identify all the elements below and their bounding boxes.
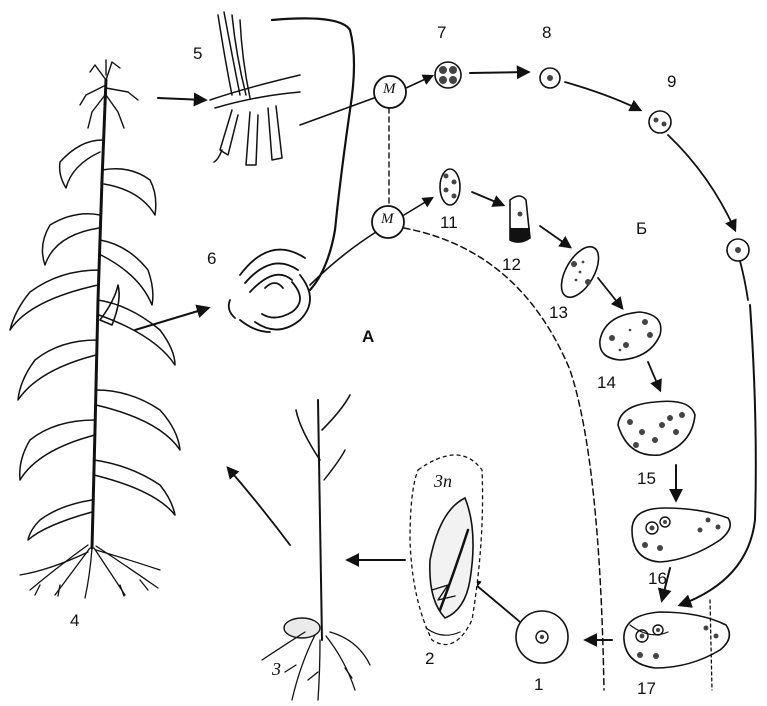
megaspore-tetrad xyxy=(440,169,460,205)
label-2: 2 xyxy=(425,650,434,667)
label-section-b: Б xyxy=(636,220,647,237)
arrow-11-to-12 xyxy=(472,192,503,205)
label-17: 17 xyxy=(637,680,656,697)
arrow-seedling-to-plant xyxy=(228,468,290,545)
label-14: 14 xyxy=(597,374,616,391)
arrow-14-to-15 xyxy=(648,362,660,390)
label-9: 9 xyxy=(667,73,676,90)
label-12: 12 xyxy=(502,256,521,273)
functional-megaspore xyxy=(510,196,530,242)
label-4: 4 xyxy=(70,612,79,629)
label-3: 3 xyxy=(272,660,281,678)
label-meiosis-2: М xyxy=(381,212,394,227)
stamen-anthers xyxy=(210,12,300,165)
label-11: 11 xyxy=(440,214,458,231)
line-anthers-to-meiosis xyxy=(300,98,374,125)
mature-maize-plant xyxy=(10,60,180,598)
arrow-plant-to-tassel xyxy=(158,98,205,100)
arrow-meiosis-to-megaspores xyxy=(404,198,432,215)
arrow-pollen-to-fertilization xyxy=(680,305,756,605)
octonucleate-embryo-sac xyxy=(618,401,695,455)
label-5: 5 xyxy=(193,45,202,62)
binucleate-embryo-sac xyxy=(554,241,606,303)
mature-embryo-sac xyxy=(632,508,730,562)
plant-tassel xyxy=(80,60,138,128)
ovule xyxy=(229,250,310,332)
label-15: 15 xyxy=(637,470,656,487)
label-16: 16 xyxy=(648,570,667,587)
zygote xyxy=(516,611,568,663)
label-8: 8 xyxy=(542,24,551,41)
arrow-13-to-14 xyxy=(598,278,622,308)
arrow-7-to-8 xyxy=(470,72,528,73)
plant-roots xyxy=(20,545,160,598)
label-section-a: А xyxy=(362,328,374,345)
arrow-meiosis-to-tetrad xyxy=(406,76,432,88)
label-13: 13 xyxy=(549,304,568,321)
arrow-12-to-13 xyxy=(540,226,570,247)
arrow-zygote-to-seed xyxy=(470,580,520,622)
label-1: 1 xyxy=(534,676,543,693)
microspore xyxy=(540,68,560,88)
arrow-8-to-9 xyxy=(565,82,640,110)
label-endosperm-3n: 3n xyxy=(434,472,452,490)
label-7: 7 xyxy=(437,24,446,41)
fertilized-embryo-sac xyxy=(624,612,729,668)
label-meiosis-1: М xyxy=(383,82,396,97)
germinating-pollen-grain xyxy=(727,239,749,300)
tetranucleate-embryo-sac xyxy=(600,312,661,360)
arrow-9-to-pollen-tube xyxy=(668,135,735,230)
maize-seedling xyxy=(262,395,370,700)
pollen-grain-binucleate xyxy=(649,111,671,133)
microspore-tetrad xyxy=(435,62,461,88)
label-6: 6 xyxy=(207,250,216,267)
